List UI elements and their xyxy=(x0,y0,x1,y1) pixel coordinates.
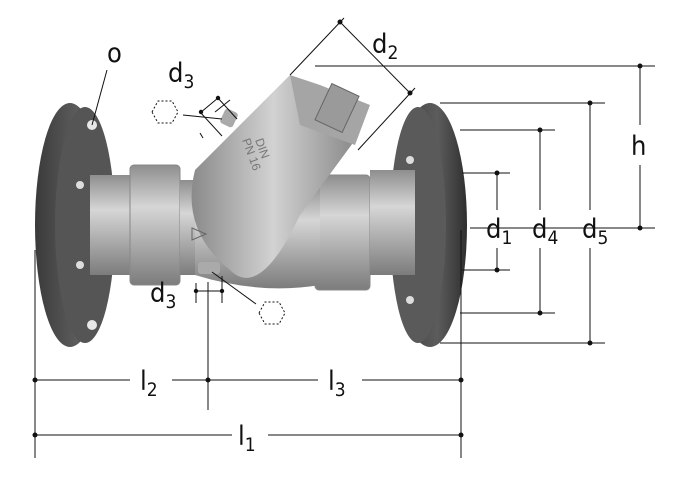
dim-d3-bottom: d3 xyxy=(150,271,286,325)
hex-wrench-icon xyxy=(151,100,179,124)
dim-d3-top: d3 xyxy=(151,58,238,139)
label-l3: l3 xyxy=(328,366,346,401)
svg-text:d5: d5 xyxy=(582,214,608,249)
body-marking-din: DIN xyxy=(252,136,272,160)
svg-text:h: h xyxy=(631,131,646,162)
flow-arrow-icon xyxy=(191,227,208,241)
svg-text:d4: d4 xyxy=(532,214,558,249)
svg-text:d3: d3 xyxy=(150,278,176,313)
dim-l1: l1 xyxy=(32,421,464,456)
dim-d2: d2 xyxy=(289,17,416,151)
dim-l2-l3: l2 l3 xyxy=(32,366,464,401)
label-o: o xyxy=(107,38,122,69)
dim-d4: d4 xyxy=(460,127,584,316)
hex-wrench-icon xyxy=(258,301,286,325)
dim-d5: d5 xyxy=(440,100,608,346)
svg-text:d3: d3 xyxy=(168,58,194,93)
label-l2: l2 xyxy=(140,366,158,401)
svg-text:d2: d2 xyxy=(372,29,398,64)
svg-text:d1: d1 xyxy=(486,214,512,249)
dim-h: h xyxy=(315,63,655,231)
dim-d1: d1 xyxy=(462,170,532,273)
valve-illustration: DIN PN 16 xyxy=(35,75,467,347)
label-l1: l1 xyxy=(238,421,256,456)
